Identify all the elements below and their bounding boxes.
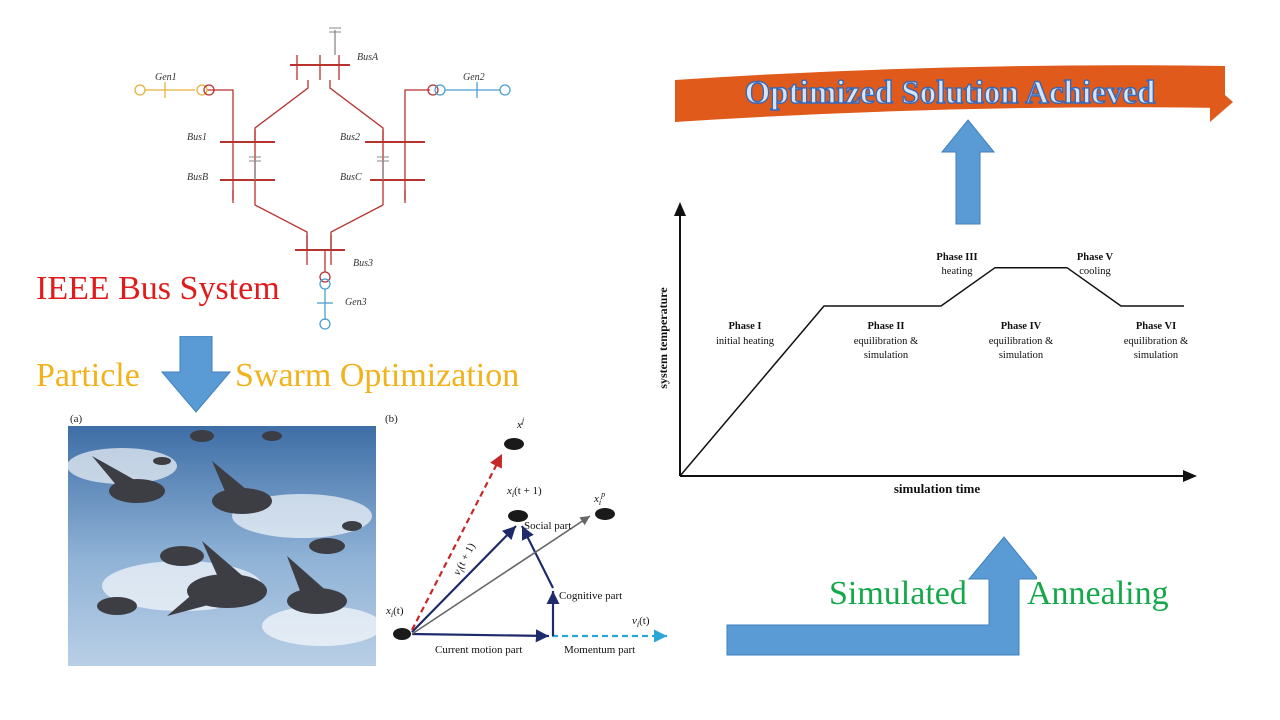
svg-text:Phase V: Phase V <box>1077 252 1114 263</box>
svg-text:equilibration &: equilibration & <box>989 336 1053 347</box>
optimized-title: Optimized Solution Achieved <box>745 75 1156 111</box>
label-bus2: Bus2 <box>340 132 360 143</box>
svg-text:heating: heating <box>942 266 974 277</box>
bird-xj <box>504 438 524 450</box>
pso-title-left: Particle <box>36 357 140 394</box>
down-arrow-icon <box>160 336 232 413</box>
svg-text:simulation: simulation <box>999 350 1044 361</box>
pso-title-right: Swarm Optimization <box>235 357 520 394</box>
label-busB: BusB <box>187 172 208 183</box>
svg-text:xj: xj <box>516 416 525 431</box>
cognitive-part-label: Cognitive part <box>559 590 622 602</box>
velocity-vector <box>411 525 517 633</box>
gen2-symbol <box>427 82 511 98</box>
temperature-series <box>679 266 1184 477</box>
svg-text:Phase I: Phase I <box>729 321 762 332</box>
panel-a-label: (a) <box>70 413 83 425</box>
phase-5: Phase V cooling <box>1077 252 1114 277</box>
label-bus1: Bus1 <box>187 132 207 143</box>
current-motion-label: Current motion part <box>435 644 522 656</box>
label-gen3: Gen3 <box>345 297 367 308</box>
social-vector <box>521 525 554 589</box>
svg-text:equilibration &: equilibration & <box>854 336 918 347</box>
bird-xip <box>595 508 615 520</box>
svg-text:Phase VI: Phase VI <box>1136 321 1176 332</box>
optimized-banner: Optimized Solution Achieved <box>675 65 1233 122</box>
sa-chart: system temperature simulation time Phase… <box>656 202 1197 496</box>
phase-2: Phase II equilibration & simulation <box>854 321 918 361</box>
gen3-symbol <box>317 271 333 330</box>
ieee-bus-title: IEEE Bus System <box>36 270 280 307</box>
y-axis-label: system temperature <box>656 287 670 389</box>
bird-xi-t <box>393 628 411 640</box>
gen1-symbol <box>134 82 215 98</box>
x-axis-label: simulation time <box>894 481 981 496</box>
svg-text:cooling: cooling <box>1079 266 1111 277</box>
svg-text:initial heating: initial heating <box>716 336 775 347</box>
label-busC: BusC <box>340 172 362 183</box>
pso-figure: (a) (b) <box>67 413 667 666</box>
svg-text:equilibration &: equilibration & <box>1124 336 1188 347</box>
label-gen1: Gen1 <box>155 72 177 83</box>
svg-text:simulation: simulation <box>864 350 909 361</box>
pigeon-birds <box>92 430 362 616</box>
svg-text:simulation: simulation <box>1134 350 1179 361</box>
up-arrow-icon <box>940 119 996 225</box>
svg-text:Phase III: Phase III <box>936 252 977 263</box>
sa-bent-arrow-icon <box>726 536 1037 656</box>
svg-text:vi(t): vi(t) <box>632 615 650 629</box>
momentum-label: Momentum part <box>564 644 635 656</box>
svg-text:xi(t + 1): xi(t + 1) <box>506 485 542 499</box>
bird-xi-t1 <box>508 510 528 522</box>
phase-6: Phase VI equilibration & simulation <box>1124 321 1188 361</box>
personal-best-vector <box>411 515 591 635</box>
label-gen2: Gen2 <box>463 72 485 83</box>
svg-text:xip: xip <box>593 490 605 507</box>
phase-4: Phase IV equilibration & simulation <box>989 321 1053 361</box>
svg-text:xi(t): xi(t) <box>385 605 404 619</box>
global-best-vector <box>411 453 503 631</box>
svg-text:Phase IV: Phase IV <box>1001 321 1042 332</box>
panel-b-label: (b) <box>385 413 398 425</box>
social-part-label: Social part <box>524 520 571 532</box>
label-busA: BusA <box>357 52 379 63</box>
label-bus3: Bus3 <box>353 258 373 269</box>
current-motion-vector <box>411 629 550 643</box>
phase-3: Phase III heating <box>936 252 977 277</box>
svg-text:Phase II: Phase II <box>867 321 904 332</box>
ieee-bus-diagram: BusA Gen1 Gen2 Bus1 Bus2 BusB BusC Bus3 … <box>134 27 511 330</box>
phase-1: Phase I initial heating <box>716 321 775 347</box>
sa-title-left: Simulated <box>829 575 967 612</box>
sa-title-right: Annealing <box>1027 575 1169 612</box>
